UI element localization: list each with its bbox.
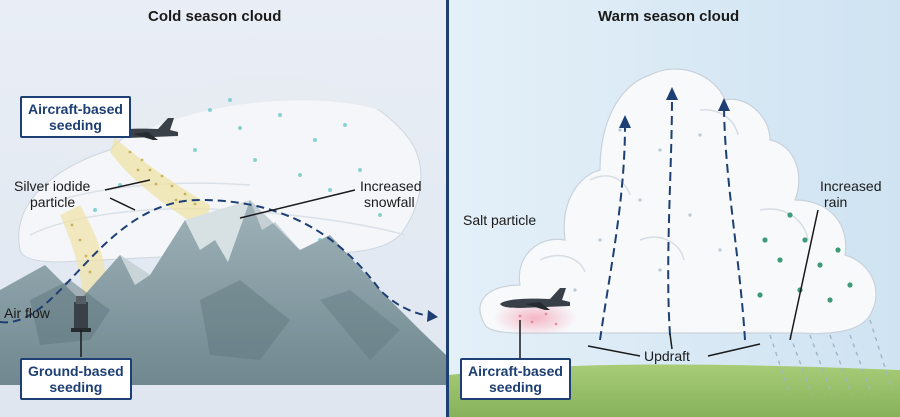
- arrow-icon: [619, 115, 631, 128]
- warm-panel-title: Warm season cloud: [598, 8, 740, 25]
- cold-panel-title: Cold season cloud: [148, 8, 282, 25]
- ground-seeding-box: Ground-based seeding: [20, 358, 132, 400]
- updraft-label: Updraft: [644, 348, 690, 364]
- salt-particle-plume: [493, 300, 577, 336]
- arrow-icon: [427, 310, 438, 322]
- salt-particle-label: Salt particle: [463, 212, 537, 228]
- warm-season-panel: [449, 0, 900, 417]
- aircraft-icon: [500, 288, 570, 310]
- right-leader-lines: [519, 209, 819, 358]
- updraft-arrows: [599, 96, 746, 341]
- left-leader-lines: [80, 179, 356, 357]
- arrow-icon: [666, 87, 678, 100]
- warm-aircraft-seeding-box: Aircraft-based seeding: [460, 358, 571, 400]
- arrow-icon: [718, 98, 730, 111]
- cloud-droplets: [573, 128, 722, 292]
- air-flow-label: Air flow: [4, 305, 50, 321]
- airflow-arrow: [0, 198, 438, 324]
- increased-snowfall-label: Increased snowfall: [360, 178, 422, 210]
- panel-divider: [446, 0, 449, 417]
- cold-aircraft-seeding-box: Aircraft-based seeding: [20, 96, 131, 138]
- silver-iodide-plume: [60, 138, 210, 300]
- cold-season-panel: [0, 0, 446, 417]
- silver-iodide-label: Silver iodide particle: [14, 178, 91, 210]
- rain-streaks: [769, 319, 893, 396]
- rain-drops: [757, 212, 853, 303]
- increased-rain-label: Increased rain: [820, 178, 882, 210]
- mountain-icon: [0, 200, 446, 395]
